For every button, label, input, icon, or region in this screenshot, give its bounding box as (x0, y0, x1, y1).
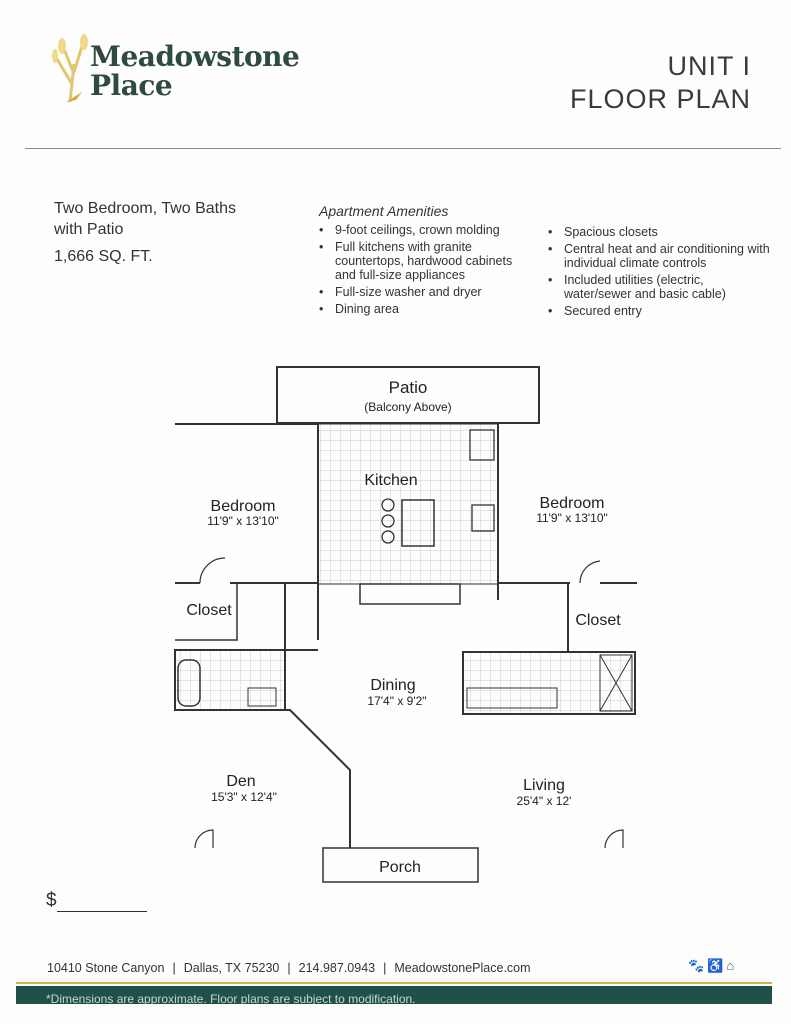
unit-title: UNIT I (667, 51, 751, 81)
address: 10410 Stone Canyon (47, 961, 165, 975)
bedroom-right-dims: 11'9" x 13'10" (536, 511, 608, 525)
separator: | (383, 961, 387, 975)
currency-symbol: $ (46, 890, 57, 911)
room-label-den: Den (226, 773, 255, 790)
kitchen-counter (359, 583, 461, 605)
separator: | (172, 961, 176, 975)
fridge-icon (469, 429, 495, 461)
amenity-item: 9-foot ceilings, crown molding (319, 223, 535, 237)
footer-contact: 10410 Stone Canyon | Dallas, TX 75230 | 214.… (47, 961, 531, 975)
disclaimer: *Dimensions are approximate. Floor plans… (46, 992, 416, 1004)
amenity-item: Included utilities (electric, water/sewe… (548, 273, 774, 301)
footer-band: *Dimensions are approximate. Floor plans… (16, 986, 772, 1004)
shower-icon (599, 654, 633, 712)
amenity-item: Secured entry (548, 304, 774, 318)
separator: | (287, 961, 291, 975)
patio-note: (Balcony Above) (364, 400, 451, 414)
patio-outline (276, 366, 540, 424)
divider (25, 148, 781, 149)
plan-subtitle: FLOOR PLAN (569, 84, 751, 114)
amenities-title: Apartment Amenities (319, 203, 449, 219)
wheat-icon (52, 34, 88, 103)
accessibility-icon: ♿ (707, 958, 727, 973)
room-label-kitchen: Kitchen (364, 472, 417, 489)
unit-type-cont: with Patio (54, 221, 124, 238)
kitchen-sink-icon (401, 499, 435, 547)
amenities-col2: Spacious closets Central heat and air co… (548, 225, 774, 321)
room-label-patio: Patio (389, 378, 428, 397)
amenity-item: Full-size washer and dryer (319, 285, 535, 299)
den-dims: 15'3" x 12'4" (211, 790, 277, 804)
room-label-porch: Porch (379, 859, 421, 876)
footer-icons: 🐾♿⌂ (688, 958, 737, 974)
sink-icon (247, 687, 277, 707)
amenity-item: Full kitchens with granite countertops, … (319, 240, 535, 282)
stove-icon (471, 504, 495, 532)
bedroom-left-dims: 11'9" x 13'10" (207, 514, 279, 528)
vanity-icon (466, 687, 558, 709)
city: Dallas, TX 75230 (183, 961, 280, 975)
amenities: Apartment Amenities 9-foot ceilings, cro… (319, 203, 535, 319)
room-label-living: Living (523, 777, 565, 794)
room-label-closet-left: Closet (186, 602, 232, 619)
porch-outline (322, 847, 479, 883)
website: MeadowstonePlace.com (394, 961, 531, 975)
unit-summary: Two Bedroom, Two Baths with Patio 1,666 … (54, 198, 236, 267)
price-field: $ (46, 890, 147, 912)
unit-type: Two Bedroom, Two Baths (54, 200, 237, 217)
den-wall (175, 709, 351, 848)
room-label-closet-right: Closet (575, 612, 621, 629)
amenity-item: Spacious closets (548, 225, 774, 239)
bathtub-icon (177, 659, 201, 707)
kitchen-floor (317, 423, 499, 585)
gold-rule (16, 982, 772, 984)
amenity-item: Central heat and air conditioning with i… (548, 242, 774, 270)
brand-name-line1: Meadowstone (90, 40, 300, 73)
phone: 214.987.0943 (298, 961, 376, 975)
bedroom-left-wall (175, 424, 319, 651)
equal-housing-icon: ⌂ (726, 958, 738, 973)
room-label-bedroom-right: Bedroom (540, 495, 605, 512)
door-swings (194, 557, 624, 849)
brand-name-line2: Place (90, 69, 173, 102)
price-blank (56, 893, 147, 912)
room-label-dining: Dining (370, 677, 415, 694)
bedroom-right-wall (497, 424, 637, 652)
pet-friendly-icon: 🐾 (688, 958, 708, 973)
living-dims: 25'4" x 12' (517, 794, 572, 808)
room-label-bedroom-left: Bedroom (211, 498, 276, 515)
amenity-item: Dining area (319, 302, 535, 316)
square-footage: 1,666 SQ. FT. (54, 248, 153, 265)
dining-dims: 17'4" x 9'2" (367, 694, 426, 708)
